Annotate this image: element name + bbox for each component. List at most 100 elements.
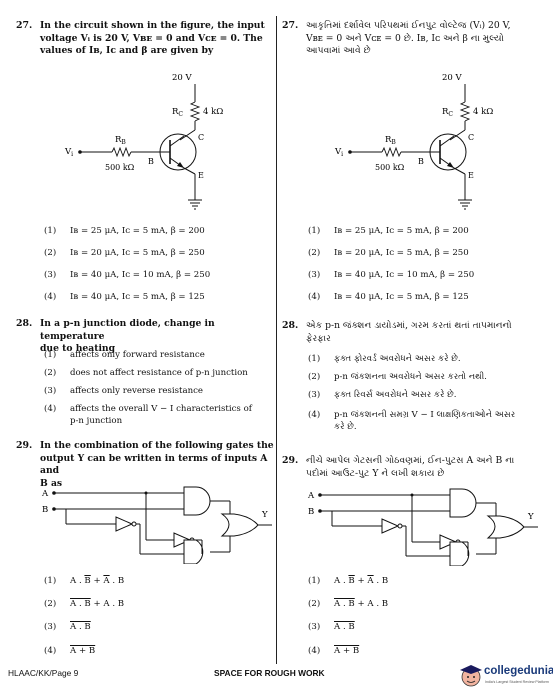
q28-gu-line-1: એક p-n જંક્શન ડાયોડમાં, ગરમ કરતાં થતાં ત… [306,320,512,331]
q27-gu-option-1-number: (1) [308,226,321,236]
vi-label: Vi [64,147,73,158]
q29-gu-line-1: નીચે આપેલ ગેટસની ગોઠવણમાં, ઈન-પુટસ A અને… [306,455,515,466]
q28-option-2[interactable]: does not affect resistance of p-n juncti… [70,368,248,378]
q29-text: In the combination of the following gate… [40,440,276,490]
q29-option-2[interactable]: A . B + A . B [70,599,124,611]
footer-rough-work: SPACE FOR ROUGH WORK [214,668,325,678]
q27-option-2[interactable]: Iʙ = 20 μA, Iᴄ = 5 mA, β = 250 [70,248,205,258]
output-y-label: Y [261,510,268,520]
q28-gu-option-2-number: (2) [308,372,321,382]
q28-gu-option-2[interactable]: p-n જંકશનના અવરોધને અસર કરતો નથી. [334,372,487,382]
rb-value: 500 kΩ [375,163,405,172]
q29-option-1-number: (1) [44,576,57,586]
q28-gu-option-4-line-2: કરે છે. [334,421,357,432]
q29-logic-gate-diagram-gu: A B Y [307,488,538,566]
q28-option-3[interactable]: affects only reverse resistance [70,386,204,396]
input-a-label: A [41,489,49,499]
q29-gu-option-3[interactable]: A . B [334,622,355,634]
vi-label: Vi [334,147,343,158]
q28-option-3-number: (3) [44,386,57,396]
rc-value: 4 kΩ [203,107,223,117]
q28-gu-option-1-number: (1) [308,354,321,364]
logo-brand-text: collegedunia [484,665,553,677]
q29-option-3[interactable]: A . B [70,622,91,634]
q29-gu-option-3-number: (3) [308,622,321,632]
b-terminal-label: B [148,157,154,166]
q27-gu-line-2: Vʙᴇ = 0 અને Vᴄᴇ = 0 છે. Iʙ, Iᴄ અને β ના … [306,32,504,44]
rc-label: RC [442,107,453,118]
q28-gu-option-4[interactable]: p-n જંકશનની સમગ્ર V − I લાક્ષણિકતાઓને અસ… [334,410,550,433]
supply-label: 20 V [442,73,463,83]
logo-tagline: India's Largest Student Review Platform [485,680,549,684]
opt1-bar-a: A [367,576,374,586]
q28-gu-option-1[interactable]: ફક્ત ફોરવર્ડ અવરોધને અસર કરે છે. [334,354,461,364]
opt1-bar-b: B [84,576,91,586]
q29-option-2-number: (2) [44,599,57,609]
q28-option-4-line-1: affects the overall V − I characteristic… [70,404,252,414]
q29-option-4[interactable]: A + B [70,646,95,658]
q28-line-2: due to heating [40,343,116,354]
opt1-bar-b: B [348,576,355,586]
q27-option-4[interactable]: Iʙ = 40 μA, Iᴄ = 5 mA, β = 125 [70,292,205,302]
q29-gu-option-1[interactable]: A . B + A . B [334,576,388,588]
q27-number: 27. [16,20,33,31]
q28-option-4[interactable]: affects the overall V − I characteristic… [70,404,276,427]
q29-gu-option-4[interactable]: A + B [334,646,359,658]
e-terminal-label: E [198,171,204,180]
rc-label: RC [172,107,183,118]
q28-gu-option-3[interactable]: ફક્ત રિવર્સ અવરોધને અસર કરે છે. [334,390,457,400]
q27-gu-option-1[interactable]: Iʙ = 25 μA, Iᴄ = 5 mA, β = 200 [334,226,469,236]
q29-line-1: In the combination of the following gate… [40,440,274,451]
q27-line-1: In the circuit shown in the figure, the … [40,20,265,31]
rb-label: RB [115,135,126,146]
opt1-part: + [354,576,368,586]
q27-gu-option-3[interactable]: Iʙ = 40 μA, Iᴄ = 10 mA, β = 250 [334,270,475,280]
q27-option-3-number: (3) [44,270,57,280]
q28-line-1: In a p-n junction diode, change in tempe… [40,318,215,342]
q29-gu-line-2: પદોમાં આઉટ-પુટ Y ને લખી શકાય છે [306,467,445,479]
q28-option-1[interactable]: affects only forward resistance [70,350,205,360]
q27-option-4-number: (4) [44,292,57,302]
opt2-bar: A . B [70,599,91,609]
q29-line-2: output Y can be written in terms of inpu… [40,452,268,477]
q29-option-1[interactable]: A . B + A . B [70,576,124,588]
c-terminal-label: C [468,133,474,142]
graduate-icon [460,665,482,687]
q27-option-1[interactable]: Iʙ = 25 μA, Iᴄ = 5 mA, β = 200 [70,226,205,236]
q28-option-2-number: (2) [44,368,57,378]
q28-option-4-line-2: p-n junction [70,415,123,426]
footer-page-code: HLAAC/KK/Page 9 [8,668,79,678]
q27-gu-option-3-number: (3) [308,270,321,280]
q29-gu-option-2[interactable]: A . B + A . B [334,599,388,611]
opt3-bar: A . B [334,622,355,632]
q28-number: 28. [16,318,33,329]
q27-gu-option-2[interactable]: Iʙ = 20 μA, Iᴄ = 5 mA, β = 250 [334,248,469,258]
q28-text: In a p-n junction diode, change in tempe… [40,318,276,356]
q29-option-4-number: (4) [44,646,57,656]
q27-gu-option-4[interactable]: Iʙ = 40 μA, Iᴄ = 5 mA, β = 125 [334,292,469,302]
input-b-label: B [308,507,314,517]
q29-gu-option-2-number: (2) [308,599,321,609]
q28-text-gu: એક p-n જંક્શન ડાયોડમાં, ગરમ કરતાં થતાં ત… [306,320,551,345]
opt4-bar: A + B [334,646,360,656]
q27-option-1-number: (1) [44,226,57,236]
q29-option-3-number: (3) [44,622,57,632]
q27-text-gu: આકૃતિમાં દર્શાવેલ પરિપથમાં ઈનપુટ વોલ્ટેજ… [306,20,551,58]
q27-gu-line-1: આકૃતિમાં દર્શાવેલ પરિપથમાં ઈનપુટ વોલ્ટેજ… [306,20,511,31]
q29-number-gu: 29. [282,455,299,466]
q27-line-3: values of Iʙ, Iᴄ and β are given by [40,45,214,56]
q27-option-3[interactable]: Iʙ = 40 μA, Iᴄ = 10 mA, β = 250 [70,270,211,280]
c-terminal-label: C [198,133,204,142]
q29-text-gu: નીચે આપેલ ગેટસની ગોઠવણમાં, ઈન-પુટસ A અને… [306,455,551,480]
column-divider [276,16,277,664]
supply-label: 20 V [172,73,193,83]
opt1-part: . B [109,576,125,586]
q28-gu-option-3-number: (3) [308,390,321,400]
q27-gu-option-4-number: (4) [308,292,321,302]
q28-number-gu: 28. [282,320,299,331]
opt3-bar: A . B [70,622,91,632]
q28-gu-option-4-number: (4) [308,410,321,420]
collegedunia-logo[interactable]: collegedunia India's Largest Student Rev… [458,662,553,690]
q27-gu-line-3: આપવામાં આવે છે [306,45,371,56]
q28-gu-line-2: ફેરફાર [306,332,331,344]
